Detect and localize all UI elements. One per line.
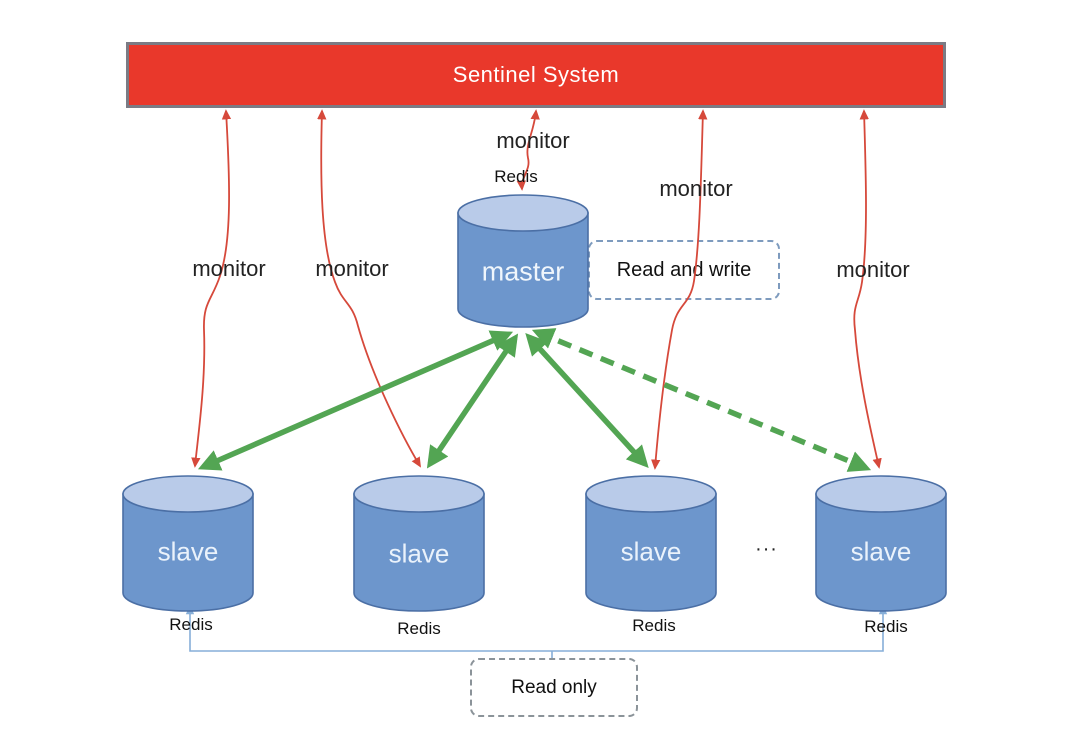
slave3-redis-label: Redis — [632, 616, 676, 635]
sentinel-system-banner: Sentinel System — [126, 42, 946, 108]
read-and-write-callout: Read and write — [588, 240, 780, 300]
slave1-redis-label: Redis — [169, 615, 213, 634]
slave2-redis-label: Redis — [397, 619, 441, 638]
replication-link-slave4-dashed — [531, 328, 872, 472]
slave3-node-label: slave — [620, 536, 682, 567]
slave2-cylinder-top — [353, 475, 485, 513]
slave1-node-label: slave — [157, 536, 219, 567]
slave2-node-label: slave — [388, 538, 450, 569]
monitor-link-slave2 — [317, 109, 421, 468]
slave1-cylinder-top — [122, 475, 254, 513]
monitor-label-3: monitor — [496, 128, 570, 153]
master-cylinder-top — [457, 194, 589, 232]
master-node-label: master — [481, 256, 565, 287]
monitor-label-2: monitor — [315, 256, 389, 281]
master-redis-label: Redis — [494, 167, 538, 186]
slave4-node-label: slave — [850, 536, 912, 567]
monitor-link-slave1 — [191, 109, 232, 468]
read-only-callout: Read only — [470, 658, 638, 717]
slave3-cylinder-top — [585, 475, 717, 513]
monitor-link-slave4 — [853, 109, 882, 469]
more-slaves-ellipsis: ... — [755, 533, 779, 556]
read-and-write-label: Read and write — [616, 258, 752, 281]
slave4-redis-label: Redis — [864, 617, 908, 636]
replication-link-slave3 — [525, 332, 649, 469]
monitor-label-1: monitor — [192, 256, 266, 281]
read-only-label: Read only — [511, 676, 597, 698]
sentinel-system-title: Sentinel System — [452, 62, 620, 87]
replication-link-slave2 — [426, 333, 519, 469]
monitor-label-4: monitor — [659, 176, 733, 201]
replication-link-slave1 — [197, 330, 514, 471]
monitor-label-5: monitor — [836, 257, 910, 282]
slave4-cylinder-top — [815, 475, 947, 513]
read-only-bus — [185, 604, 888, 652]
